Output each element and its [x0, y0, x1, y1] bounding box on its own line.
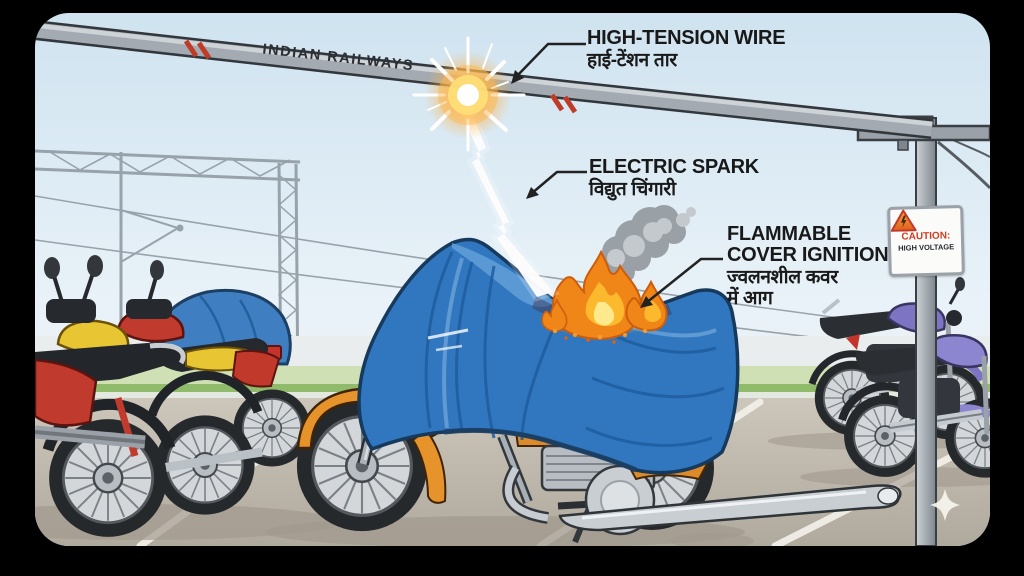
high-voltage-warning-icon	[890, 209, 917, 232]
annotation-subtitle-hindi: विद्युत चिंगारी	[589, 178, 676, 200]
sparkle-icon	[930, 489, 960, 521]
electric-spark	[412, 36, 526, 152]
left-motorcycles	[35, 255, 312, 539]
railway-gantry	[35, 149, 931, 401]
annotation-electric-spark: ELECTRIC SPARK विद्युत चिंगारी	[589, 157, 759, 200]
smoke	[594, 205, 696, 283]
caution-text: HIGH VOLTAGE	[898, 242, 955, 253]
annotation-title: FLAMMABLE	[727, 223, 851, 245]
annotation-high-tension-wire: HIGH-TENSION WIRE हाई-टेंशन तार	[587, 27, 786, 71]
leader-arrows	[511, 42, 723, 308]
caution-sign: CAUTION: HIGH VOLTAGE	[887, 205, 965, 277]
annotation-subtitle-hindi: हाई-टेंशन तार	[587, 49, 677, 71]
annotation-title: ELECTRIC SPARK	[589, 156, 759, 178]
annotation-title: HIGH-TENSION WIRE	[587, 27, 786, 49]
annotation-subtitle-hindi: में आग	[727, 288, 773, 310]
blue-cover	[357, 237, 740, 475]
annotation-flammable-cover-ignition: FLAMMABLE COVER IGNITION ज्वलनशील कवर मे…	[727, 224, 937, 309]
annotation-subtitle-hindi: ज्वलनशील कवर	[727, 266, 838, 288]
illustration-canvas: INDIAN RAILWAYS HIGH-TENSION WIRE हाई-टे…	[35, 13, 990, 546]
flames	[541, 249, 668, 344]
caution-heading: CAUTION:	[901, 230, 951, 243]
annotation-title: COVER IGNITION	[727, 243, 889, 266]
